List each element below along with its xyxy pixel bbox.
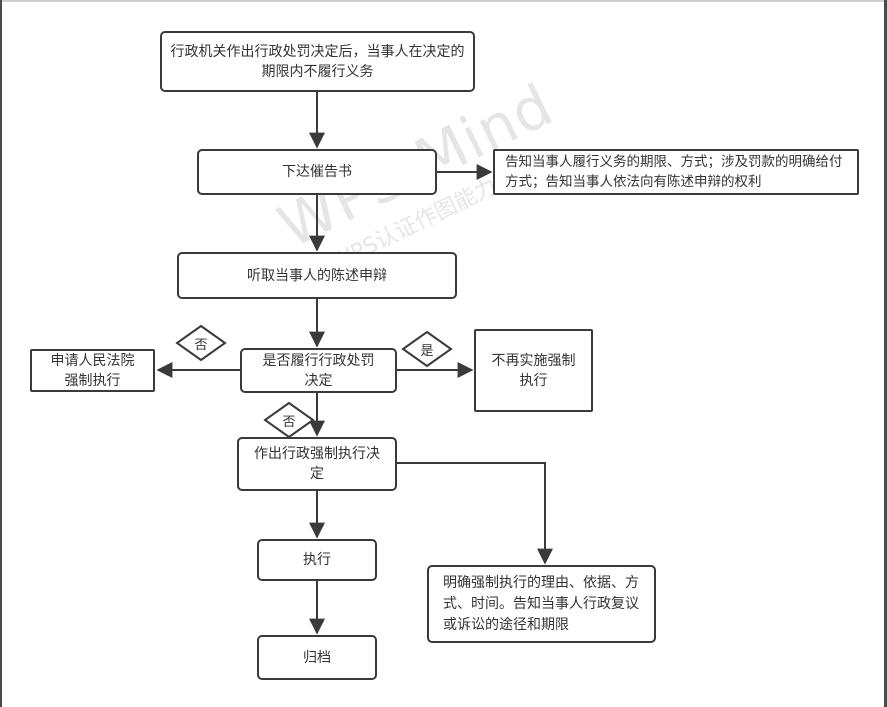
node-notice[interactable]: 下达催告书	[197, 149, 437, 195]
edge-label-no-down: 否	[282, 415, 296, 430]
node-no-enforce[interactable]: 不再实施强制执行	[474, 329, 593, 412]
edge-label-yes-right: 是	[420, 344, 434, 359]
edge-label-no-left: 否	[194, 338, 208, 353]
diamond-yes-right	[401, 330, 453, 368]
node-execute-text: 执行	[303, 552, 331, 568]
window-right-border	[884, 0, 887, 707]
node-archive-text: 归档	[303, 649, 331, 666]
node-no-enforce-text: 不再实施强制执行	[491, 352, 576, 389]
node-enforce-note-text: 明确强制执行的理由、依据、方式、时间。告知当事人行政复议或诉讼的途径和期限	[443, 574, 639, 633]
node-decision-text: 是否履行行政处罚决定	[262, 352, 375, 389]
edge-enforce-to-note	[397, 462, 553, 565]
node-notice-note[interactable]: 告知当事人履行义务的期限、方式；涉及罚款的明确给付方式；告知当事人依法向有陈述申…	[493, 149, 859, 195]
node-enforce-decision-text: 作出行政强制执行决定	[254, 446, 380, 482]
node-enforce-note[interactable]: 明确强制执行的理由、依据、方式、时间。告知当事人行政复议或诉讼的途径和期限	[427, 565, 656, 643]
node-archive[interactable]: 归档	[257, 635, 377, 680]
node-notice-note-text: 告知当事人履行义务的期限、方式；涉及罚款的明确给付方式；告知当事人依法向有陈述申…	[505, 154, 843, 190]
node-notice-text: 下达催告书	[282, 164, 352, 180]
node-hearing-text: 听取当事人的陈述申辩	[247, 267, 387, 284]
node-decision[interactable]: 是否履行行政处罚决定	[240, 348, 397, 393]
node-court-text: 申请人民法院强制执行	[50, 352, 135, 389]
window-top-border	[0, 0, 887, 2]
node-start[interactable]: 行政机关作出行政处罚决定后，当事人在决定的期限内不履行义务	[160, 31, 475, 92]
node-start-text: 行政机关作出行政处罚决定后，当事人在决定的期限内不履行义务	[170, 43, 465, 80]
node-hearing[interactable]: 听取当事人的陈述申辩	[177, 252, 457, 299]
node-enforce-decision[interactable]: 作出行政强制执行决定	[237, 437, 397, 491]
node-court[interactable]: 申请人民法院强制执行	[30, 349, 155, 392]
node-execute[interactable]: 执行	[257, 539, 377, 581]
diamond-no-left	[175, 324, 227, 362]
window-left-border	[0, 0, 2, 707]
